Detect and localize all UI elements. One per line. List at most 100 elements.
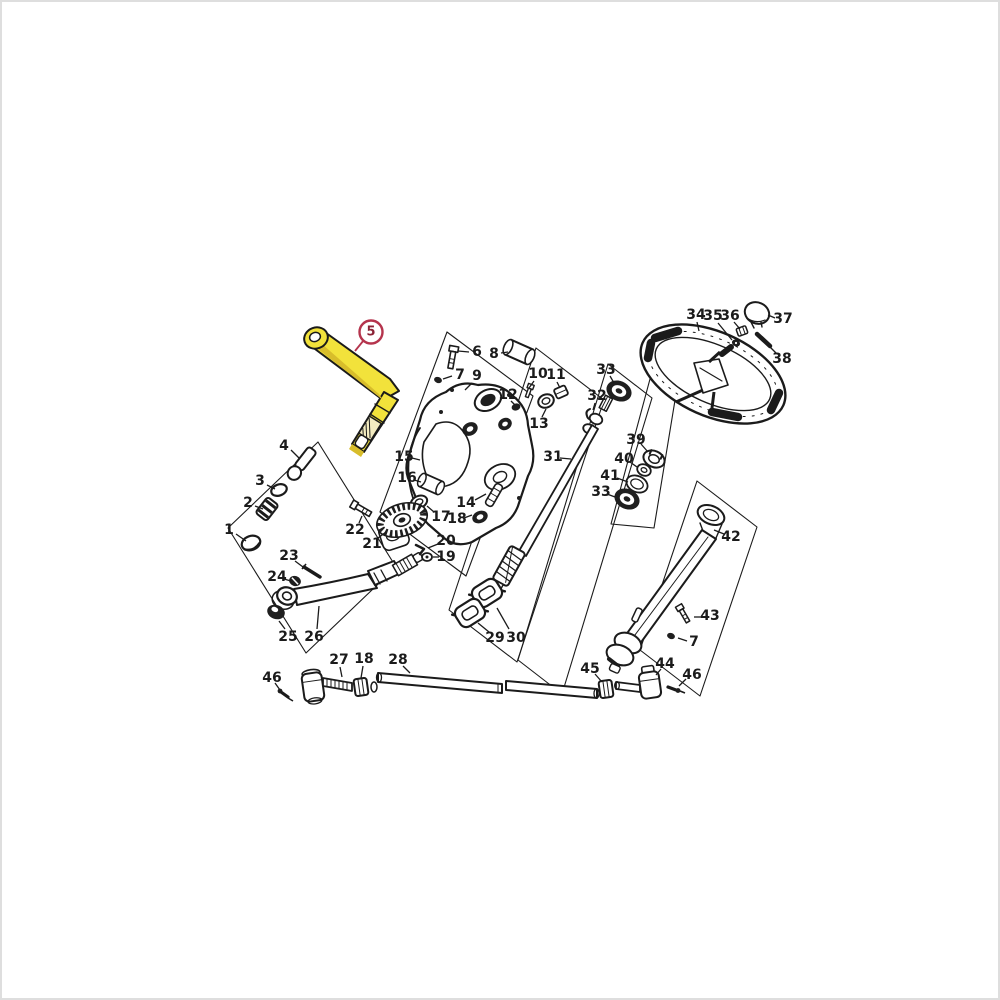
svg-text:29: 29 [485, 630, 504, 646]
part-label-8: 8 [489, 346, 508, 362]
part-label-42: 42 [714, 529, 741, 545]
reference-boxes [228, 332, 757, 696]
stud-14 [485, 483, 504, 508]
part-label-4: 4 [279, 438, 299, 458]
part-label-19: 19 [433, 549, 456, 565]
clamp-29 [451, 595, 490, 631]
svg-text:2: 2 [243, 495, 253, 511]
part-label-6: 6 [458, 344, 482, 360]
part-label-12: 12 [498, 387, 518, 405]
svg-text:17: 17 [431, 509, 450, 525]
part-label-22: 22 [345, 516, 365, 538]
knob-37 [741, 298, 772, 328]
part-label-14: 14 [456, 494, 486, 511]
bolt-6 [446, 345, 459, 369]
part-label-11: 11 [546, 367, 566, 388]
part-label-33a: 33 [596, 362, 616, 383]
bushing-8 [501, 338, 537, 366]
svg-text:46: 46 [682, 667, 701, 683]
svg-text:22: 22 [345, 522, 364, 538]
grease-fitting-46-left [277, 688, 293, 701]
svg-text:11: 11 [546, 367, 565, 383]
svg-text:26: 26 [304, 629, 323, 645]
svg-text:38: 38 [772, 351, 791, 367]
nut-19 [422, 553, 432, 561]
svg-text:7: 7 [455, 367, 465, 383]
part-label-46a: 46 [262, 670, 282, 690]
column-bearing-chain [614, 447, 667, 510]
column-clip [631, 607, 642, 622]
svg-text:27: 27 [329, 652, 348, 668]
part-label-7b: 7 [678, 634, 699, 650]
part-label-20: 20 [428, 533, 456, 549]
part-label-2: 2 [243, 495, 263, 511]
part-label-25: 25 [278, 621, 298, 645]
part-label-23: 23 [279, 548, 303, 567]
ring-3 [270, 482, 289, 498]
cotter-pin-23 [304, 567, 320, 577]
part-label-46b: 46 [679, 667, 702, 686]
part-label-30: 30 [497, 608, 526, 646]
horn-knob-parts [731, 298, 773, 347]
part-label-24: 24 [267, 569, 291, 585]
nut-24 [289, 575, 301, 587]
svg-text:46: 46 [262, 670, 281, 686]
svg-text:30: 30 [506, 630, 526, 646]
svg-text:39: 39 [626, 432, 645, 448]
svg-text:43: 43 [700, 608, 719, 624]
svg-text:1: 1 [224, 522, 234, 538]
part-label-39: 39 [626, 432, 648, 452]
wheel-spokes [676, 352, 720, 408]
kingpin-parts [240, 445, 318, 552]
part-label-18b: 18 [354, 651, 374, 678]
part-label-41: 41 [600, 468, 628, 484]
nut-18-bottom [353, 678, 368, 697]
svg-text:16: 16 [397, 470, 416, 486]
wheel-shaft-stub [722, 347, 731, 354]
wheel-rim-shading [648, 331, 779, 417]
threaded-shank-27 [323, 678, 352, 691]
cap-25 [267, 604, 285, 620]
svg-text:20: 20 [436, 533, 456, 549]
svg-text:4: 4 [279, 438, 289, 454]
svg-text:33: 33 [596, 362, 615, 378]
shaft-clamps [451, 575, 507, 631]
svg-text:41: 41 [600, 468, 619, 484]
svg-text:42: 42 [721, 529, 740, 545]
svg-text:37: 37 [773, 311, 792, 327]
nut-18-mid [472, 510, 488, 524]
upper-bearing-33 [606, 380, 632, 402]
column-tube-42 [603, 501, 727, 674]
part-label-7a: 7 [443, 367, 465, 383]
sector-gear-21 [372, 497, 434, 552]
part-label-38: 38 [768, 345, 792, 367]
part-label-40: 40 [614, 451, 637, 467]
seal-41 [624, 472, 651, 496]
svg-text:10: 10 [528, 366, 548, 382]
part-label-13: 13 [529, 409, 549, 432]
washer [371, 682, 377, 692]
svg-text:13: 13 [529, 416, 548, 432]
bolt-22 [350, 500, 373, 518]
washer-7-lower [667, 632, 675, 640]
svg-text:40: 40 [614, 451, 634, 467]
part-label-28: 28 [388, 652, 410, 673]
svg-text:8: 8 [489, 346, 499, 362]
grease-fitting-46-right [668, 687, 685, 693]
svg-text:21: 21 [362, 536, 381, 552]
shaft-4 [285, 445, 318, 482]
svg-text:31: 31 [543, 449, 562, 465]
part-label-43: 43 [694, 608, 720, 624]
arm-splines [352, 416, 381, 451]
part-label-3: 3 [255, 473, 275, 489]
svg-text:32: 32 [587, 388, 606, 404]
part-label-36: 36 [720, 308, 740, 329]
svg-text:3: 3 [255, 473, 265, 489]
part-label-21: 21 [362, 532, 386, 552]
tie-rod-assembly [277, 665, 685, 705]
svg-text:18: 18 [447, 511, 466, 527]
svg-text:12: 12 [498, 387, 517, 403]
bush-13 [536, 392, 556, 410]
